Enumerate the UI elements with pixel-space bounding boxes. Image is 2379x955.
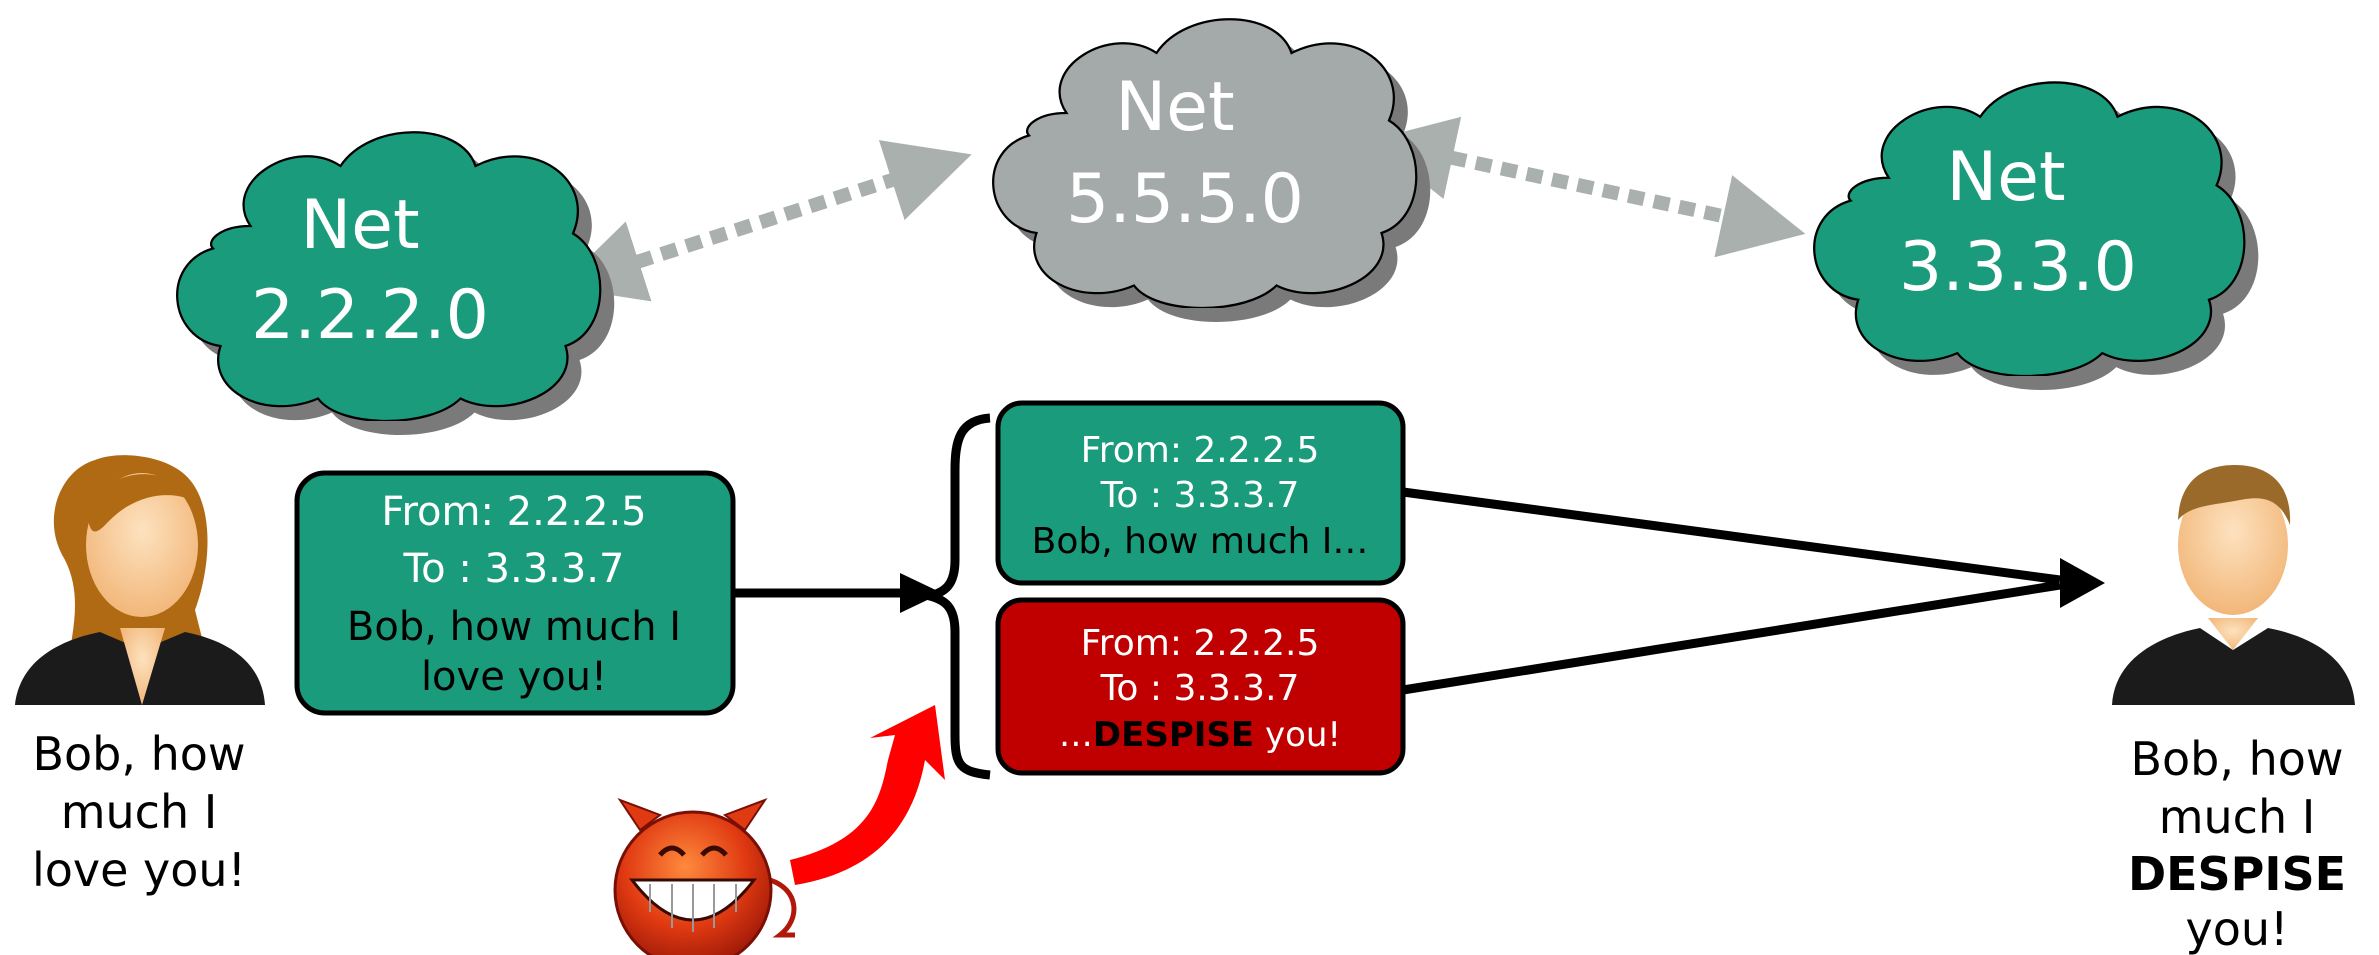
packet-from: From: 2.2.2.5 — [1081, 623, 1320, 664]
net-address: 3.3.3.0 — [1899, 228, 2137, 307]
woman-avatar-icon — [15, 455, 265, 705]
packet-body: Bob, how much I… — [1032, 521, 1369, 562]
bob-caption-line: Bob, how — [2130, 732, 2343, 786]
body-suffix: you! — [1254, 715, 1341, 755]
net-label: Net — [1115, 68, 1234, 147]
packet-body: Bob, how much I — [347, 604, 681, 650]
packet-body: love you! — [421, 654, 607, 700]
network-cloud-2: Net 2.2.2.0 — [176, 131, 615, 435]
alice-caption-line: much I — [61, 785, 218, 839]
network-cloud-3: Net 3.3.3.0 — [1813, 81, 2259, 390]
packet-from: From: 2.2.2.5 — [381, 489, 646, 535]
body-bold: DESPISE — [1093, 715, 1254, 755]
delivery-arrow-top — [1402, 487, 2061, 585]
net-label: Net — [300, 186, 419, 265]
brace — [912, 413, 991, 780]
man-avatar-icon — [2112, 465, 2355, 705]
injection-arrow — [790, 705, 945, 885]
delivery-arrow-bottom — [1402, 580, 2061, 695]
packet-to: To : 3.3.3.7 — [403, 546, 625, 592]
alice-caption-line: love you! — [32, 843, 246, 897]
link-arrow-right — [1370, 116, 1806, 258]
network-cloud-5: Net 5.5.5.0 — [992, 18, 1431, 322]
packet-body: …DESPISE you! — [1059, 715, 1341, 755]
body-prefix: … — [1059, 715, 1093, 755]
packet-from: From: 2.2.2.5 — [1081, 430, 1320, 471]
net-label: Net — [1946, 138, 2065, 217]
delivery-arrow-head — [2060, 558, 2105, 608]
devil-smiley-icon — [613, 797, 797, 955]
net-address: 2.2.2.0 — [251, 276, 489, 355]
alice-caption-line: Bob, how — [32, 727, 245, 781]
packet-to: To : 3.3.3.7 — [1100, 668, 1300, 709]
packet-to: To : 3.3.3.7 — [1100, 475, 1300, 516]
bob-caption-line: much I — [2159, 790, 2316, 844]
copy-packet: From: 2.2.2.5 To : 3.3.3.7 Bob, how much… — [995, 400, 1406, 586]
original-packet: From: 2.2.2.5 To : 3.3.3.7 Bob, how much… — [294, 470, 736, 716]
forward-arrow-head — [900, 573, 942, 613]
link-arrow-left — [558, 140, 972, 302]
bob-caption-line: DESPISE — [2128, 847, 2346, 901]
forged-packet: From: 2.2.2.5 To : 3.3.3.7 …DESPISE you! — [995, 597, 1406, 776]
bob-caption: Bob, how much I DESPISE you! — [2128, 732, 2346, 955]
alice-caption: Bob, how much I love you! — [32, 727, 246, 897]
bob-caption-line: you! — [2186, 902, 2289, 955]
net-address: 5.5.5.0 — [1066, 160, 1304, 239]
